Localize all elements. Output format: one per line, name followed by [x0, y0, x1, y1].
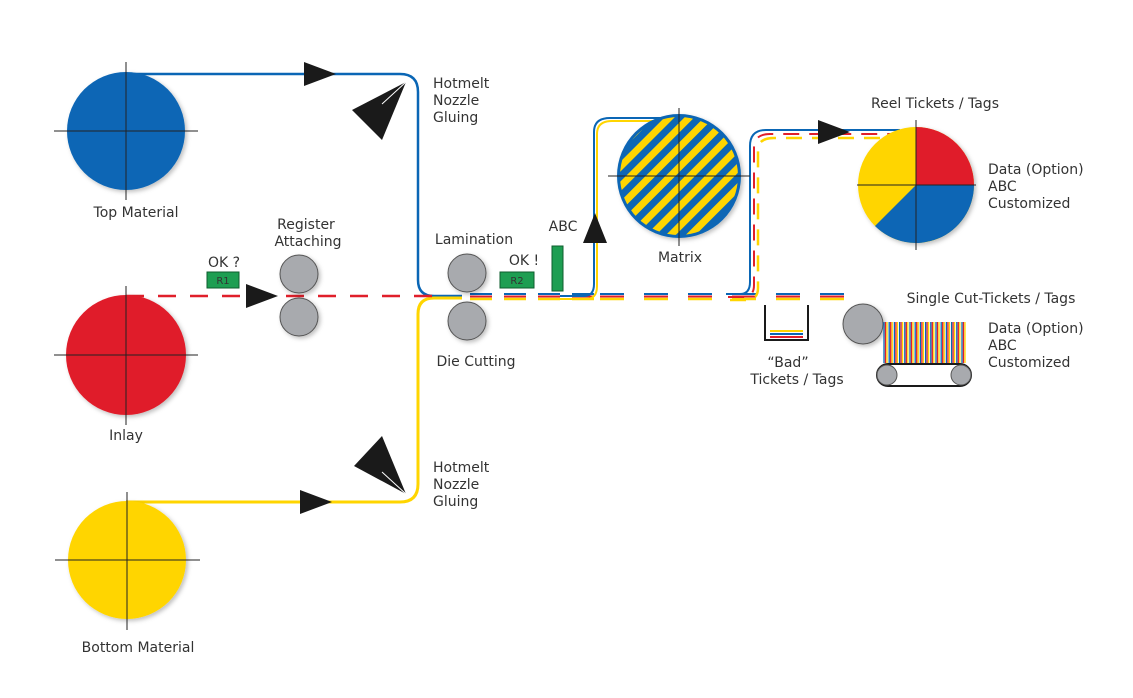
- bottom-material-label: Bottom Material: [82, 640, 195, 656]
- reel-title: Reel Tickets / Tags: [871, 96, 999, 112]
- lamination-label: Lamination: [435, 232, 513, 248]
- matrix-web-path: [560, 117, 679, 300]
- hotmelt-top-line2: Nozzle: [433, 93, 479, 109]
- r1-label: R1: [216, 276, 229, 287]
- inlay-flow-arrow-icon: [246, 284, 278, 308]
- bottom-glue-nozzle-icon: [354, 436, 406, 494]
- reel-data-line1: Data (Option): [988, 162, 1084, 178]
- r1-marker: R1: [206, 271, 240, 289]
- bad-line1: “Bad”: [767, 355, 808, 371]
- register-line1: Register: [277, 217, 335, 233]
- hotmelt-bottom-line2: Nozzle: [433, 477, 479, 493]
- bottom-web-path: [126, 296, 462, 504]
- single-data-line3: Customized: [988, 355, 1070, 371]
- matrix-flow-arrow-icon: [583, 213, 607, 243]
- hotmelt-top-line1: Hotmelt: [433, 76, 490, 92]
- r2-marker: R2: [499, 271, 535, 289]
- conveyor: [876, 363, 972, 387]
- reel-data-line2: ABC: [988, 179, 1017, 195]
- matrix-label: Matrix: [658, 250, 702, 266]
- bad-line2: Tickets / Tags: [749, 372, 843, 388]
- abc-print-block: [551, 245, 564, 292]
- ok-query-label: OK ?: [208, 255, 240, 271]
- top-material-label: Top Material: [93, 205, 179, 221]
- single-data-line2: ABC: [988, 338, 1017, 354]
- die-cutting-label: Die Cutting: [436, 354, 515, 370]
- ok-confirm-label: OK !: [509, 253, 539, 269]
- reel-crosshair: [857, 120, 976, 250]
- register-rollers: [279, 254, 319, 337]
- single-cut-roller: [842, 303, 884, 345]
- hotmelt-top-line3: Gluing: [433, 110, 478, 126]
- bad-tickets-bin: [764, 305, 809, 341]
- top-reel-crosshair: [54, 62, 198, 200]
- top-flow-arrow-icon: [304, 62, 336, 86]
- reel-web-path: [726, 129, 900, 302]
- laminate-web: [470, 293, 850, 301]
- inlay-label: Inlay: [109, 428, 143, 444]
- inlay-reel-crosshair: [54, 286, 198, 425]
- bottom-reel-crosshair: [55, 492, 200, 630]
- abc-label: ABC: [549, 219, 578, 235]
- r2-label: R2: [510, 276, 523, 287]
- top-glue-nozzle-icon: [352, 82, 406, 140]
- single-cut-title: Single Cut-Tickets / Tags: [907, 291, 1076, 307]
- lamination-rollers: [447, 253, 487, 341]
- hotmelt-bottom-line3: Gluing: [433, 494, 478, 510]
- single-cut-stack: [883, 322, 966, 363]
- single-data-line1: Data (Option): [988, 321, 1084, 337]
- matrix-reel: [617, 114, 741, 238]
- reel-data-line3: Customized: [988, 196, 1070, 212]
- bottom-flow-arrow-icon: [300, 490, 332, 514]
- hotmelt-bottom-line1: Hotmelt: [433, 460, 490, 476]
- register-line2: Attaching: [274, 234, 341, 250]
- reel-flow-arrow-icon: [818, 120, 850, 144]
- matrix-crosshair: [608, 108, 750, 246]
